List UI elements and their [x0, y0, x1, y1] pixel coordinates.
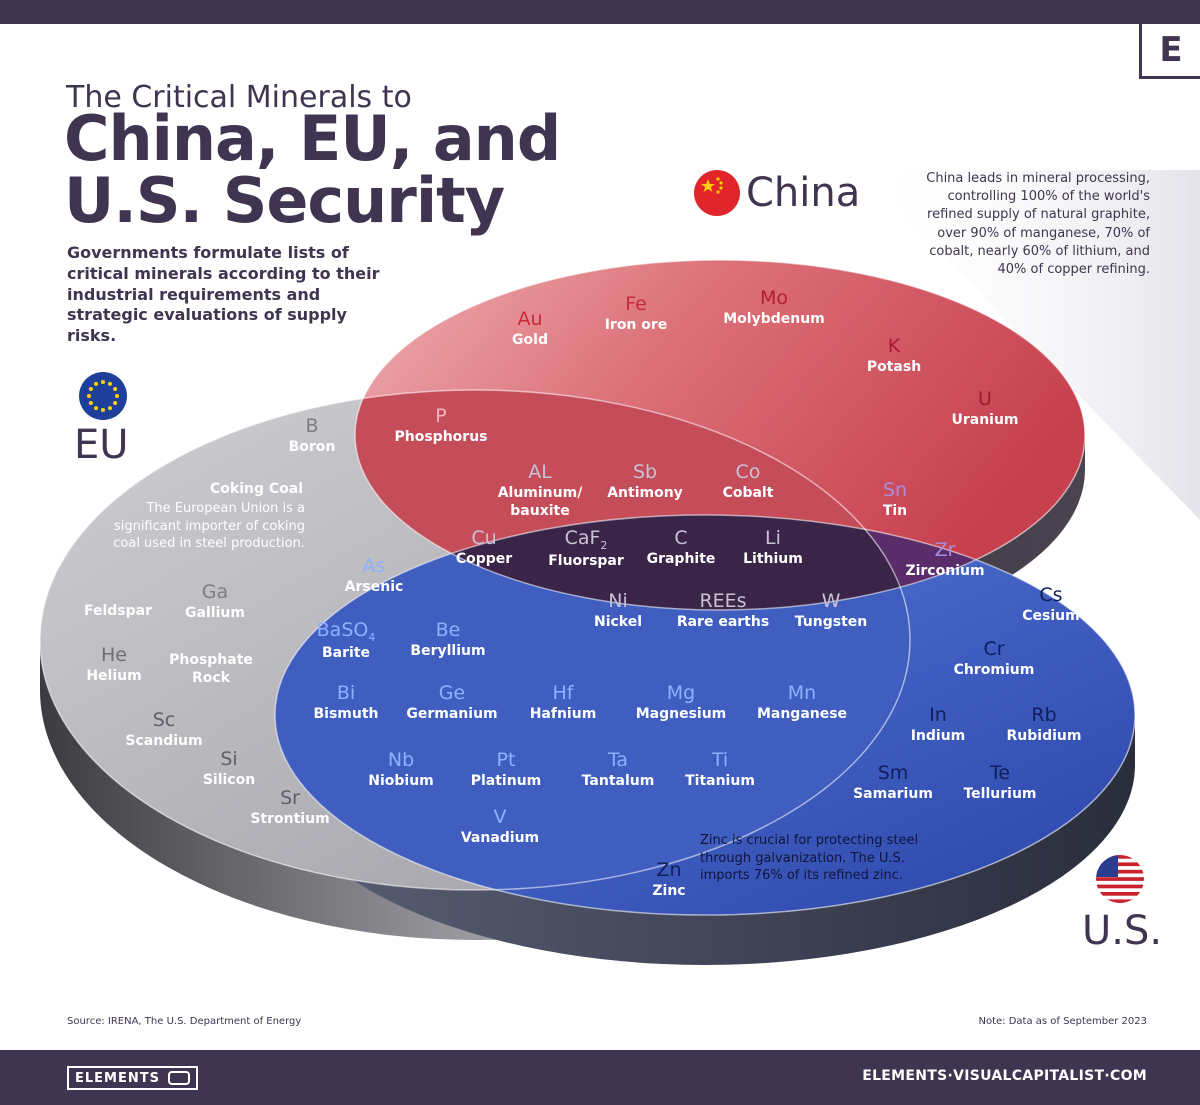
elements-brand: ELEMENTS: [67, 1066, 198, 1090]
title-line-2: U.S. Security: [64, 164, 505, 237]
intro-text: Governments formulate lists of critical …: [67, 243, 380, 346]
footer-bar: [0, 1050, 1200, 1105]
us-flag-icon: [1096, 855, 1144, 903]
eu-star: [94, 406, 98, 411]
us-label: U.S.: [1082, 908, 1163, 954]
title-prefix: The Critical Minerals to: [66, 80, 412, 115]
china-label: China: [746, 170, 861, 216]
site-url: ELEMENTS·VISUALCAPITALIST·COM: [862, 1068, 1147, 1084]
eu-star: [101, 408, 105, 412]
eu-star: [108, 406, 112, 411]
element-feldspar: Feldspar: [83, 603, 153, 619]
eu-star: [87, 394, 91, 398]
element-phosphate-rock: Phosphate Rock: [169, 652, 253, 687]
logo-letter: E: [1159, 30, 1183, 70]
eu-star: [113, 401, 118, 405]
eu-star: [101, 380, 105, 384]
data-note: Note: Data as of September 2023: [978, 1016, 1147, 1027]
eu-star: [88, 401, 93, 405]
eu-note: The European Union is a significant impo…: [113, 501, 305, 552]
us-zinc-note: Zinc is crucial for protecting steel thr…: [700, 833, 919, 884]
eu-note-title: Coking Coal: [210, 481, 304, 497]
mask-icon: [167, 1071, 190, 1085]
page-title: China, EU, and U.S. Security: [64, 102, 561, 237]
eu-star: [113, 387, 118, 391]
eu-label: EU: [74, 422, 129, 468]
source-text: Source: IRENA, The U.S. Department of En…: [67, 1016, 302, 1027]
title-line-1: China, EU, and: [64, 102, 561, 175]
china-note: China leads in mineral processing, contr…: [926, 171, 1150, 277]
elements-logo: E: [1139, 24, 1200, 79]
us-disc-side: [275, 715, 1135, 965]
eu-us-overlap: [275, 515, 910, 890]
eu-star: [94, 381, 98, 386]
eu-star: [108, 381, 112, 386]
eu-star: [88, 387, 93, 391]
eu-flag-icon: [79, 372, 127, 420]
top-bar: [0, 0, 1200, 24]
brand-text: ELEMENTS: [75, 1070, 160, 1086]
china-flag-icon: [694, 170, 740, 216]
eu-star: [115, 394, 119, 398]
